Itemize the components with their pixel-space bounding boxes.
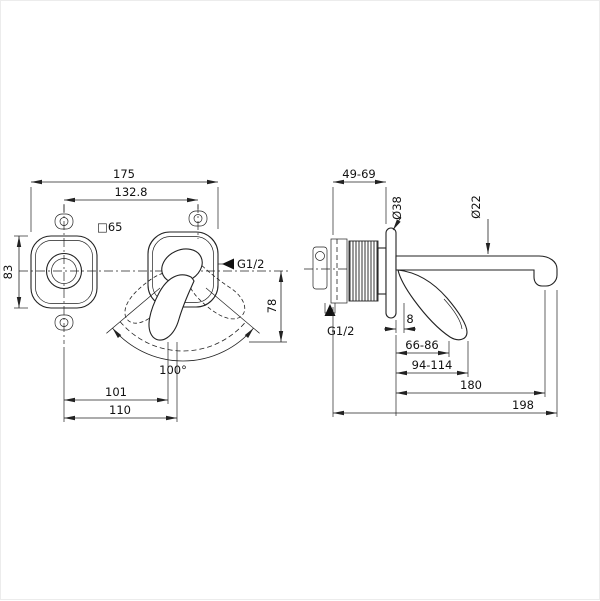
swing-arc (119, 321, 247, 352)
dim-83-label: 83 (1, 265, 15, 280)
sleeve (377, 247, 387, 295)
dim-94-114-label: 94-114 (412, 358, 453, 372)
dim-dia38-label: Ø38 (390, 196, 404, 220)
dim-square-65-label: □65 (97, 220, 123, 234)
side-g12-label: G1/2 (327, 324, 354, 338)
arrow-up-icon (324, 304, 336, 316)
dim-180: 180 (396, 290, 546, 397)
dim-49-69: 49-69 (332, 167, 387, 235)
plate-inner (35, 240, 93, 304)
dim-8: 8 (384, 303, 416, 333)
dim-78-label: 78 (265, 299, 279, 314)
side-view: G1/2 49-69 Ø38 Ø22 (304, 167, 558, 417)
dim-100deg-label: 100° (159, 363, 187, 377)
dim-101: 101 (63, 342, 169, 422)
dim-175: 175 (30, 167, 219, 232)
dim-94-114: 94-114 (396, 341, 469, 377)
lug-top-right (188, 210, 208, 227)
dim-49-69-label: 49-69 (342, 167, 375, 181)
lug-top-right-hole (193, 214, 203, 223)
side-g12-connection: G1/2 (324, 304, 354, 338)
spout-outlet-inner (51, 258, 77, 284)
dim-66-86-label: 66-86 (405, 338, 438, 352)
dim-132-8: 132.8 (63, 185, 199, 212)
dim-8-label: 8 (406, 312, 413, 326)
dim-66-86: 66-86 (395, 335, 450, 416)
dim-dia22-label: Ø22 (469, 195, 483, 219)
angle-leg-left (106, 287, 161, 334)
lug-bottom-left (54, 314, 74, 331)
mounting-lugs (54, 210, 208, 331)
dim-83: 83 (1, 235, 28, 309)
lug-top-left (54, 213, 74, 230)
dim-110: 110 (64, 342, 178, 422)
dim-132-8-label: 132.8 (115, 185, 148, 199)
dim-198: 198 (332, 290, 558, 417)
bracket-screw-hole (315, 251, 325, 261)
dim-78: 78 (249, 271, 287, 343)
cartridge-hatch-block (348, 240, 379, 302)
dim-dia22: Ø22 (469, 195, 491, 254)
mounting-bracket (312, 246, 328, 290)
dim-180-label: 180 (460, 378, 482, 392)
lug-bottom-left-hole (59, 318, 69, 327)
valve-body-outline (330, 238, 348, 304)
dim-101-label: 101 (105, 385, 127, 399)
leader-line (392, 216, 402, 231)
dim-198-label: 198 (512, 398, 534, 412)
rough-in-body (312, 238, 348, 314)
handle-lever-side (397, 269, 468, 341)
front-g12-label: G1/2 (237, 257, 264, 271)
front-view: 175 132.8 □65 83 G1/2 78 (1, 167, 289, 422)
dim-110-label: 110 (109, 403, 131, 417)
spout-outlet-outer (45, 252, 83, 290)
dim-175-label: 175 (113, 167, 135, 181)
plate-outer (30, 235, 98, 309)
arrow-left-icon (222, 258, 234, 270)
wall-plate-side (385, 227, 397, 319)
handle-swing (106, 258, 260, 362)
dim-dia38: Ø38 (390, 196, 404, 231)
spout-side (395, 255, 558, 287)
spout-escutcheon-plate (30, 235, 98, 309)
handle-detail-line (443, 298, 463, 330)
lug-top-left-hole (59, 217, 69, 226)
angle-dim-arc (112, 327, 254, 362)
angle-leg-right (205, 287, 260, 334)
front-g12-connection: G1/2 (218, 257, 264, 271)
